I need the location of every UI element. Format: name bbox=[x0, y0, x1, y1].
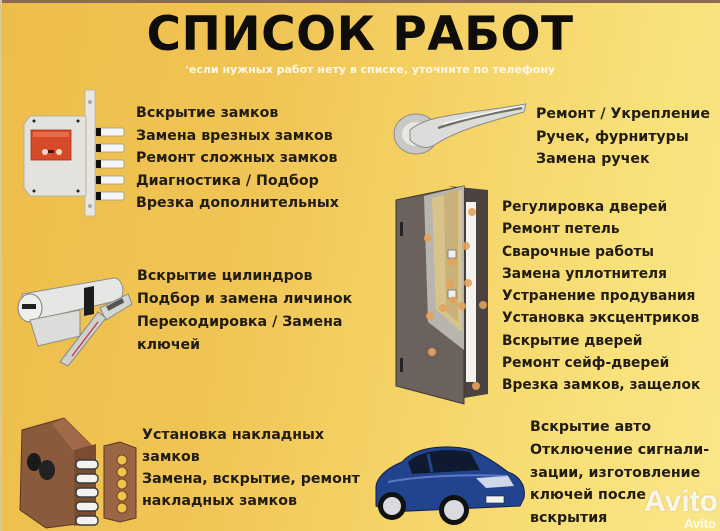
service-item: Диагностика / Подбор bbox=[136, 172, 319, 189]
service-item: Подбор и замена личинок bbox=[137, 291, 353, 307]
auto-services: Вскрытие авто Отключение сигнали- зации,… bbox=[530, 416, 709, 530]
service-item: Регулировка дверей bbox=[502, 199, 668, 215]
service-item: замков bbox=[142, 449, 200, 465]
service-item: Устранение продувания bbox=[502, 288, 696, 305]
doors-services: Регулировка дверей Ремонт петель Сварочн… bbox=[502, 196, 700, 397]
service-item: Врезка дополнительных bbox=[136, 195, 339, 211]
avito-watermark-small: Avito bbox=[683, 516, 716, 531]
page-subtitle: °если нужных работ нету в списке, уточни… bbox=[0, 62, 720, 78]
overlay-locks-services: Установка накладных замков Замена, вскры… bbox=[142, 424, 360, 512]
avito-watermark: Avito Avito bbox=[644, 487, 718, 531]
service-item: Ремонт сложных замков bbox=[136, 150, 338, 166]
mortise-lock-icon bbox=[18, 88, 128, 218]
lock-cylinder-key-icon bbox=[10, 258, 135, 368]
subtitle-marker: ° bbox=[184, 65, 189, 74]
service-item: Вскрытие замков bbox=[136, 105, 279, 121]
service-item: Замена, вскрытие, ремонт bbox=[142, 471, 360, 487]
service-item: Вскрытие цилиндров bbox=[137, 268, 313, 284]
service-item: Отключение сигнали- bbox=[530, 441, 710, 458]
rim-lock-icon bbox=[12, 410, 137, 530]
subtitle-text: если нужных работ нету в списке, уточнит… bbox=[188, 63, 556, 76]
door-handle-icon bbox=[388, 100, 528, 162]
service-item: Вскрытие авто bbox=[530, 419, 652, 435]
service-item: зации, изготовление bbox=[530, 464, 701, 481]
avito-watermark-large: Avito bbox=[644, 485, 718, 518]
handles-services: Ремонт / Укрепление Ручек, фурнитуры Зам… bbox=[536, 103, 710, 171]
service-item: Замена уплотнителя bbox=[502, 265, 668, 282]
mortise-locks-services: Вскрытие замков Замена врезных замков Ре… bbox=[136, 102, 339, 215]
top-border bbox=[0, 0, 720, 3]
service-item: Ремонт / Укрепление bbox=[536, 106, 710, 122]
service-item: Установка эксцентриков bbox=[502, 310, 700, 327]
service-item: Врезка замков, защелок bbox=[502, 377, 701, 394]
service-item: Ремонт сейф-дверей bbox=[502, 355, 670, 372]
service-item: Ручек, фурнитуры bbox=[536, 128, 689, 145]
service-item: Перекодировка / Замена bbox=[137, 314, 343, 330]
service-item: ключей после bbox=[530, 487, 647, 504]
left-border bbox=[0, 0, 2, 531]
service-item: накладных замков bbox=[142, 493, 297, 509]
service-item: Замена ручек bbox=[536, 151, 650, 167]
steel-door-icon bbox=[388, 182, 492, 412]
cylinders-services: Вскрытие цилиндров Подбор и замена личин… bbox=[137, 265, 352, 357]
service-item: Установка накладных bbox=[142, 427, 325, 443]
service-item: Ремонт петель bbox=[502, 221, 620, 238]
service-item: Сварочные работы bbox=[502, 243, 654, 260]
service-item: вскрытия bbox=[530, 510, 608, 527]
page-title: СПИСОК РАБОТ bbox=[146, 7, 574, 62]
service-item: Замена врезных замков bbox=[136, 127, 333, 144]
service-item: ключей bbox=[137, 337, 201, 353]
service-item: Вскрытие дверей bbox=[502, 332, 643, 349]
car-icon bbox=[368, 436, 528, 528]
